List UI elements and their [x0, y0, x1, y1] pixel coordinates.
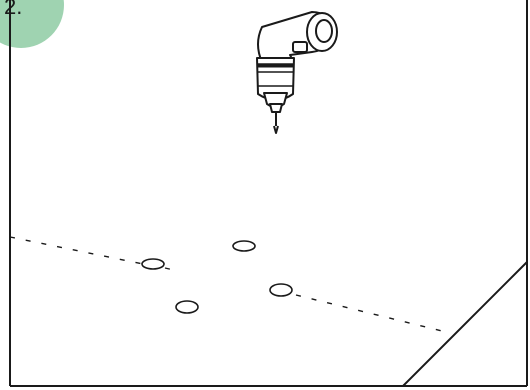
right-angle-drill-icon — [256, 11, 338, 134]
drill-hole-icon — [141, 258, 165, 270]
panel-outline — [9, 0, 528, 387]
step-number: 2. — [4, 0, 23, 19]
drill-hole-icon — [175, 300, 199, 314]
drill-hole-icon — [232, 240, 256, 252]
dashed-guide-line — [9, 236, 443, 332]
drill-hole-icon — [269, 283, 293, 297]
panel-corner-diagonal — [402, 261, 528, 387]
